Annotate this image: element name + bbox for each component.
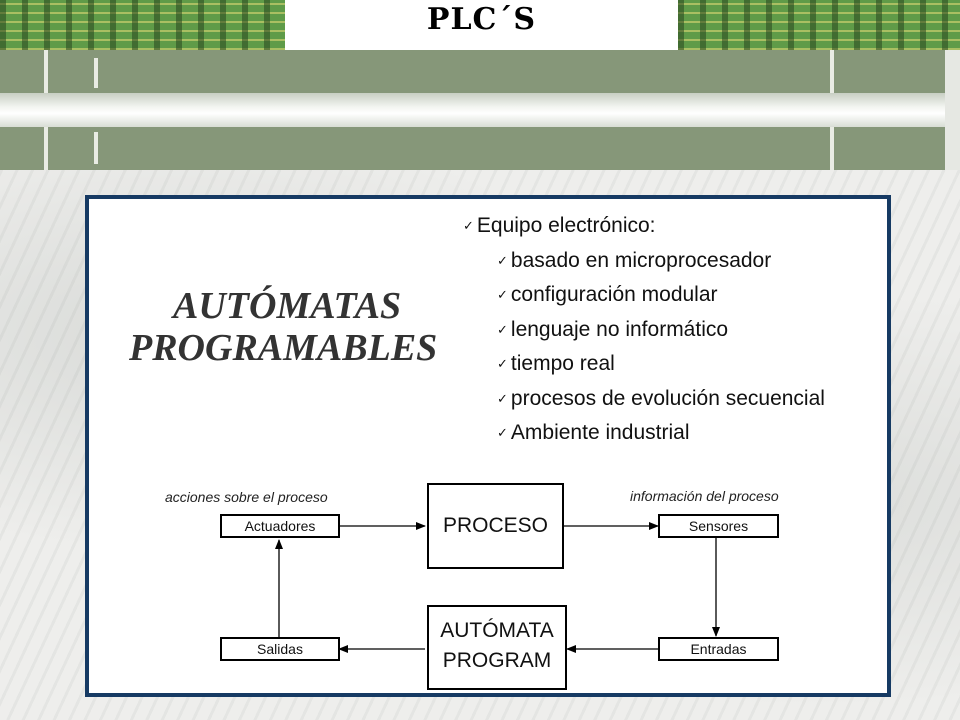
feature-item-label: configuración modular [510, 283, 718, 306]
feature-item-label: procesos de evolución secuencial [510, 386, 825, 410]
node-entradas: Entradas [658, 637, 779, 661]
node-automata-line-1: AUTÓMATA [440, 619, 554, 642]
check-icon: ✓ [497, 425, 508, 440]
diagram-heading-line-1: AUTÓMATAS [173, 285, 402, 327]
feature-list-item: ✓basado en microprocesador [463, 244, 825, 279]
header-band-top [0, 50, 945, 93]
header-band-bottom [0, 127, 945, 170]
node-automata-line-2: PROGRAM [442, 649, 552, 672]
feature-list-item: ✓procesos de evolución secuencial [463, 382, 825, 417]
node-salidas: Salidas [220, 637, 340, 661]
feature-list-item: ✓lenguaje no informático [463, 313, 825, 348]
node-sensores: Sensores [658, 514, 779, 538]
diagram-frame: AUTÓMATAS PROGRAMABLES ✓Equipo electróni… [85, 195, 891, 697]
feature-list-item: ✓configuración modular [463, 278, 825, 313]
circuit-board-banner-left [0, 0, 285, 50]
feature-item-label: lenguaje no informático [510, 317, 729, 341]
header-band-edge [945, 50, 960, 170]
flow-arrows [275, 522, 720, 653]
feature-list: ✓Equipo electrónico: ✓basado en micropro… [463, 209, 825, 451]
band-divider [94, 58, 98, 88]
feature-item-label: Ambiente industrial [510, 421, 690, 444]
feature-list-item: ✓Ambiente industrial [463, 416, 825, 451]
band-divider [44, 127, 48, 170]
header-band-highlight [0, 93, 945, 127]
diagram-heading-line-2: PROGRAMABLES [129, 327, 438, 369]
check-icon: ✓ [463, 218, 474, 233]
check-icon: ✓ [497, 356, 508, 371]
node-automata: AUTÓMATA PROGRAM [427, 605, 567, 690]
feature-main-label: Equipo electrónico: [476, 214, 656, 237]
title-box [285, 0, 678, 50]
circuit-board-banner-right [678, 0, 960, 50]
node-actuadores: Actuadores [220, 514, 340, 538]
check-icon: ✓ [497, 287, 508, 302]
check-icon: ✓ [497, 321, 508, 337]
check-icon: ✓ [497, 252, 508, 268]
node-proceso: PROCESO [427, 483, 564, 569]
band-divider [830, 127, 834, 170]
feature-item-label: tiempo real [510, 352, 615, 375]
caption-acciones: acciones sobre el proceso [165, 489, 328, 505]
band-divider [94, 132, 98, 164]
band-divider [830, 50, 834, 93]
feature-item-label: basado en microprocesador [510, 248, 772, 272]
check-icon: ✓ [497, 390, 508, 406]
page-title: PLC´S [426, 2, 537, 37]
caption-informacion: información del proceso [630, 488, 779, 504]
band-divider [44, 50, 48, 93]
feature-list-main: ✓Equipo electrónico: [463, 209, 825, 244]
feature-list-item: ✓tiempo real [463, 347, 825, 382]
